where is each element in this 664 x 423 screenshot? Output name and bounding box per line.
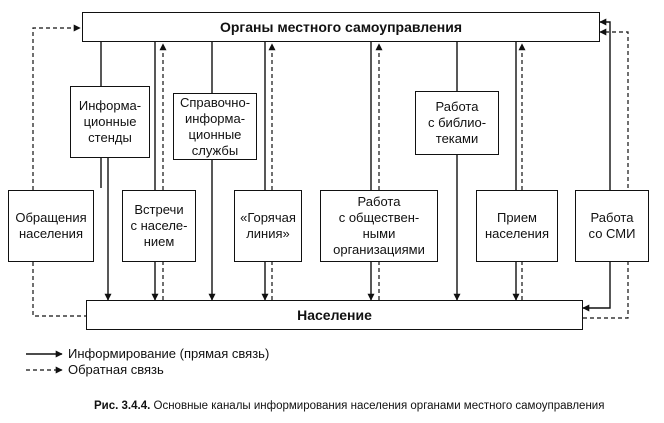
- box-media: Работа со СМИ: [575, 190, 649, 262]
- top-bar-local-government: Органы местного самоуправления: [82, 12, 600, 42]
- figure-caption: Рис. 3.4.4. Основные каналы информирован…: [94, 400, 604, 412]
- box-meetings: Встречи с населе- нием: [122, 190, 196, 262]
- box-libraries: Работа с библио- теками: [415, 91, 499, 155]
- box-appeals: Обращения населения: [8, 190, 94, 262]
- box-public-organizations: Работа с обществен- ными организациями: [320, 190, 438, 262]
- box-info-stands: Информа- ционные стенды: [70, 86, 150, 158]
- legend-dashed-label: Обратная связь: [68, 362, 164, 377]
- legend-solid-label: Информирование (прямая связь): [68, 346, 270, 361]
- bottom-bar-population: Население: [86, 300, 583, 330]
- box-reference-services: Справочно- информа- ционные службы: [173, 93, 257, 160]
- figure-number: Рис. 3.4.4.: [94, 400, 151, 412]
- box-hotline: «Горячая линия»: [234, 190, 302, 262]
- box-reception: Прием населения: [476, 190, 558, 262]
- figure-caption-text: Основные каналы информирования населения…: [153, 400, 605, 412]
